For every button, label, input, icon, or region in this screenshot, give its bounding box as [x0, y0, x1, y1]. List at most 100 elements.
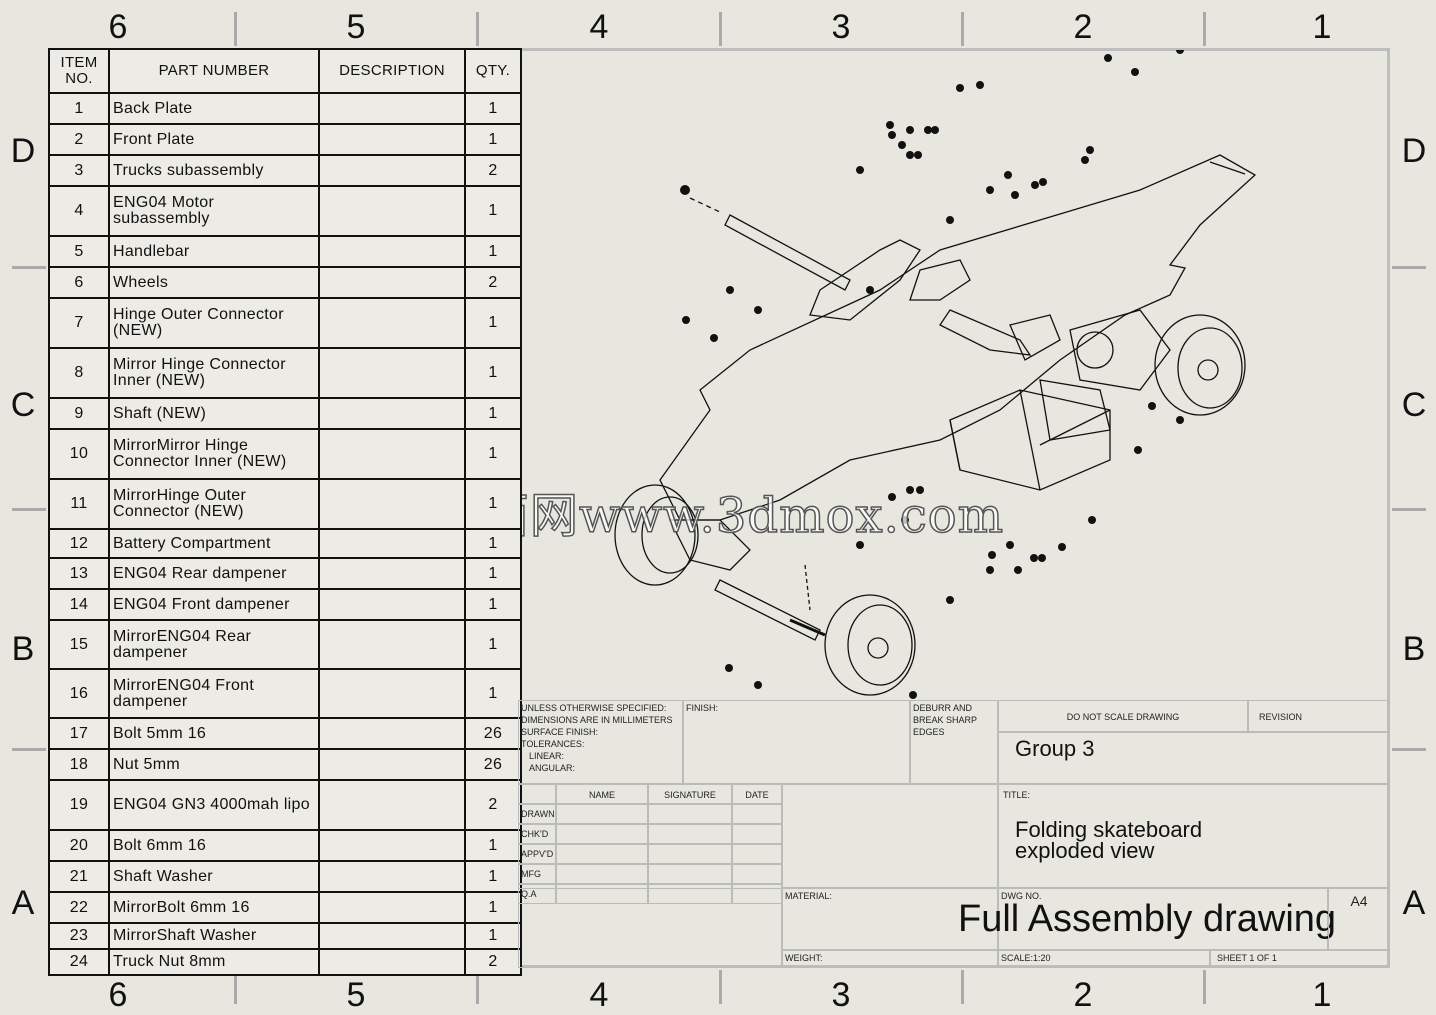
bom-part-number: Handlebar [108, 235, 320, 268]
bom-header-row: ITEM NO. PART NUMBER DESCRIPTION QTY. [48, 48, 522, 94]
zone-row-label: B [11, 630, 35, 668]
zone-row-label: B [1402, 630, 1426, 668]
bom-description [318, 948, 466, 976]
sig-blank [518, 784, 556, 804]
watermark-text: 莫西网www.3dmox.com [431, 487, 1005, 545]
bom-header-description: DESCRIPTION [318, 48, 466, 94]
bom-description [318, 891, 466, 924]
bom-description [318, 557, 466, 590]
bom-item-no: 5 [48, 235, 110, 268]
bom-qty: 1 [464, 829, 522, 862]
sig-cell [556, 804, 648, 824]
bom-qty: 1 [464, 557, 522, 590]
dwg-no-label: DWG NO. [1001, 891, 1042, 901]
bom-part-number: Nut 5mm [108, 748, 320, 781]
deburr-line: BREAK SHARP [913, 715, 978, 725]
zone-col-label: 4 [589, 8, 609, 46]
sig-cell [648, 864, 732, 884]
bom-qty: 1 [464, 347, 522, 399]
bom-header-qty: QTY. [464, 48, 522, 94]
bom-qty: 1 [464, 891, 522, 924]
bom-description [318, 428, 466, 480]
sig-cell [732, 824, 782, 844]
deburr-cell: DEBURR AND BREAK SHARP EDGES [910, 700, 998, 784]
note-line: LINEAR: [529, 751, 565, 761]
bom-qty: 1 [464, 922, 522, 950]
bom-part-number: Hinge Outer Connector (NEW) [108, 297, 320, 349]
sig-row-label: DRAWN [518, 804, 556, 824]
bom-part-number: Battery Compartment [108, 528, 320, 559]
bom-description [318, 619, 466, 670]
deburr-line: EDGES [913, 727, 945, 737]
bom-part-number: Back Plate [108, 92, 320, 125]
bom-item-no: 14 [48, 588, 110, 621]
sig-extra-grid [782, 784, 998, 888]
bom-qty: 1 [464, 668, 522, 719]
zone-row-label: C [1401, 386, 1427, 424]
bom-header-part: PART NUMBER [108, 48, 320, 94]
bom-part-number: Shaft (NEW) [108, 397, 320, 430]
zone-col-label: 1 [1312, 8, 1332, 46]
zone-col-label: 6 [108, 8, 128, 46]
bom-part-number: MirrorENG04 Front dampener [108, 668, 320, 719]
note-line: TOLERANCES: [521, 739, 585, 749]
bom-qty: 1 [464, 397, 522, 430]
bom-item-no: 22 [48, 891, 110, 924]
zone-col-label: 1 [1312, 976, 1332, 1014]
bom-description [318, 717, 466, 750]
sig-lower-grid [518, 888, 782, 968]
bom-description [318, 347, 466, 399]
deburr-line: DEBURR AND [913, 703, 973, 713]
sig-cell [732, 864, 782, 884]
bom-item-no: 6 [48, 266, 110, 299]
bom-description [318, 397, 466, 430]
bom-qty: 1 [464, 478, 522, 530]
zone-col-label: 3 [831, 8, 851, 46]
bom-item-no: 15 [48, 619, 110, 670]
sheet-size: A4 [1328, 888, 1390, 950]
sig-header-name: NAME [556, 784, 648, 804]
bom-description [318, 588, 466, 621]
bom-item-no: 8 [48, 347, 110, 399]
title-line: exploded view [1015, 838, 1155, 863]
bom-description [318, 235, 466, 268]
bom-description [318, 478, 466, 530]
zone-col-label: 6 [108, 976, 128, 1014]
bom-qty: 1 [464, 528, 522, 559]
bom-part-number: Bolt 5mm 16 [108, 717, 320, 750]
weight-cell: WEIGHT: [782, 950, 998, 968]
bom-item-no: 9 [48, 397, 110, 430]
bom-part-number: MirrorBolt 6mm 16 [108, 891, 320, 924]
exploded-view-drawing [614, 50, 1257, 699]
dwg-no-value: Full Assembly drawing [958, 898, 1337, 940]
general-notes: UNLESS OTHERWISE SPECIFIED: DIMENSIONS A… [518, 700, 683, 784]
bom-item-no: 10 [48, 428, 110, 480]
bom-item-no: 1 [48, 92, 110, 125]
zone-row-label: A [11, 884, 35, 922]
bom-description [318, 154, 466, 187]
title-label: TITLE: [1003, 790, 1031, 800]
bom-item-no: 4 [48, 185, 110, 237]
sig-cell [556, 844, 648, 864]
sig-cell [648, 824, 732, 844]
bom-item-no: 2 [48, 123, 110, 156]
bom-qty: 26 [464, 717, 522, 750]
bom-part-number: ENG04 Rear dampener [108, 557, 320, 590]
